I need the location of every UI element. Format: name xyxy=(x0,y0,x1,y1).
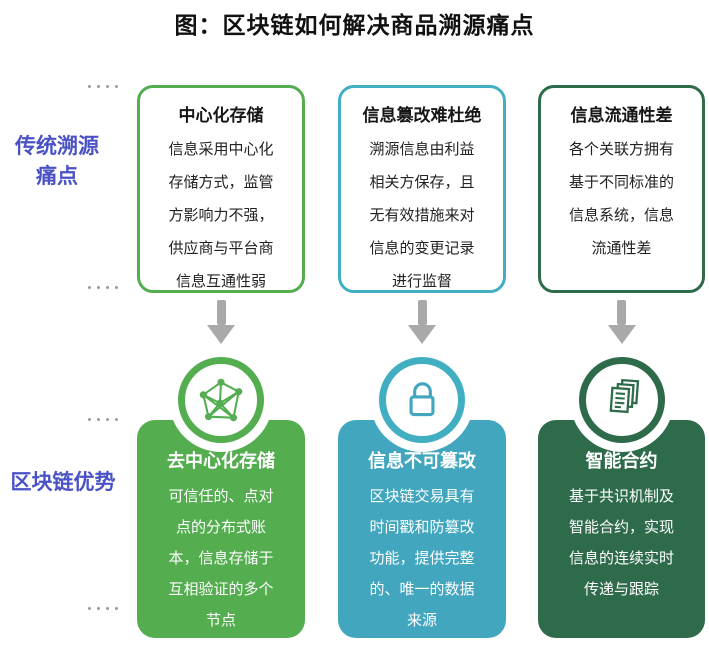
dotted-separator xyxy=(88,418,128,422)
dotted-separator xyxy=(88,607,128,611)
advantage-card: 去中心化存储 可信任的、点对点的分布式账本，信息存储于互相验证的多个节点 xyxy=(137,420,305,638)
dotted-separator xyxy=(88,85,128,89)
advantage-card: 智能合约 基于共识机制及智能合约，实现信息的连续实时传递与跟踪 xyxy=(538,420,705,638)
pain-card: 信息流通性差 各个关联方拥有基于不同标准的信息系统，信息流通性差 xyxy=(538,85,705,293)
lock-icon xyxy=(379,357,465,443)
advantage-card: 信息不可篡改 区块链交易具有时间戳和防篡改功能，提供完整的、唯一的数据来源 xyxy=(338,420,506,638)
advantage-card-title: 信息不可篡改 xyxy=(368,451,476,471)
network-icon xyxy=(178,357,264,443)
page-title: 图：区块链如何解决商品溯源痛点 xyxy=(174,12,535,38)
pain-card: 信息篡改难杜绝 溯源信息由利益相关方保存，且无有效措施来对信息的变更记录进行监督 xyxy=(338,85,506,293)
down-arrow-icon xyxy=(607,300,636,344)
pain-card-body: 信息采用中心化存储方式，监管方影响力不强，供应商与平台商信息互通性弱 xyxy=(168,141,274,290)
column-centralized-storage: 中心化存储 信息采用中心化存储方式，监管方影响力不强，供应商与平台商信息互通性弱… xyxy=(137,0,305,646)
pain-card: 中心化存储 信息采用中心化存储方式，监管方影响力不强，供应商与平台商信息互通性弱 xyxy=(137,85,305,293)
column-tamper-proof: 信息篡改难杜绝 溯源信息由利益相关方保存，且无有效措施来对信息的变更记录进行监督… xyxy=(338,0,506,646)
advantage-card-title: 智能合约 xyxy=(585,451,658,471)
advantage-card-title: 去中心化存储 xyxy=(167,451,275,471)
advantage-card-body: 基于共识机制及智能合约，实现信息的连续实时传递与跟踪 xyxy=(568,488,674,598)
pain-card-body: 各个关联方拥有基于不同标准的信息系统，信息流通性差 xyxy=(568,141,674,257)
down-arrow-icon xyxy=(408,300,436,344)
advantage-card-body: 可信任的、点对点的分布式账本，信息存储于互相验证的多个节点 xyxy=(168,488,274,629)
advantage-card-body: 区块链交易具有时间戳和防篡改功能，提供完整的、唯一的数据来源 xyxy=(369,488,475,629)
row-label-pain-points: 传统溯源痛点 xyxy=(15,135,99,188)
down-arrow-icon xyxy=(207,300,235,344)
dotted-separator xyxy=(88,286,128,290)
pain-card-title: 信息流通性差 xyxy=(570,106,673,125)
pain-card-title: 信息篡改难杜绝 xyxy=(362,106,482,125)
row-label-blockchain-advantages: 区块链优势 xyxy=(10,471,116,494)
pain-card-title: 中心化存储 xyxy=(178,106,264,125)
column-smart-contract: 信息流通性差 各个关联方拥有基于不同标准的信息系统，信息流通性差 智能合约 基于… xyxy=(538,0,705,646)
documents-icon xyxy=(578,357,665,443)
pain-card-body: 溯源信息由利益相关方保存，且无有效措施来对信息的变更记录进行监督 xyxy=(369,141,475,290)
